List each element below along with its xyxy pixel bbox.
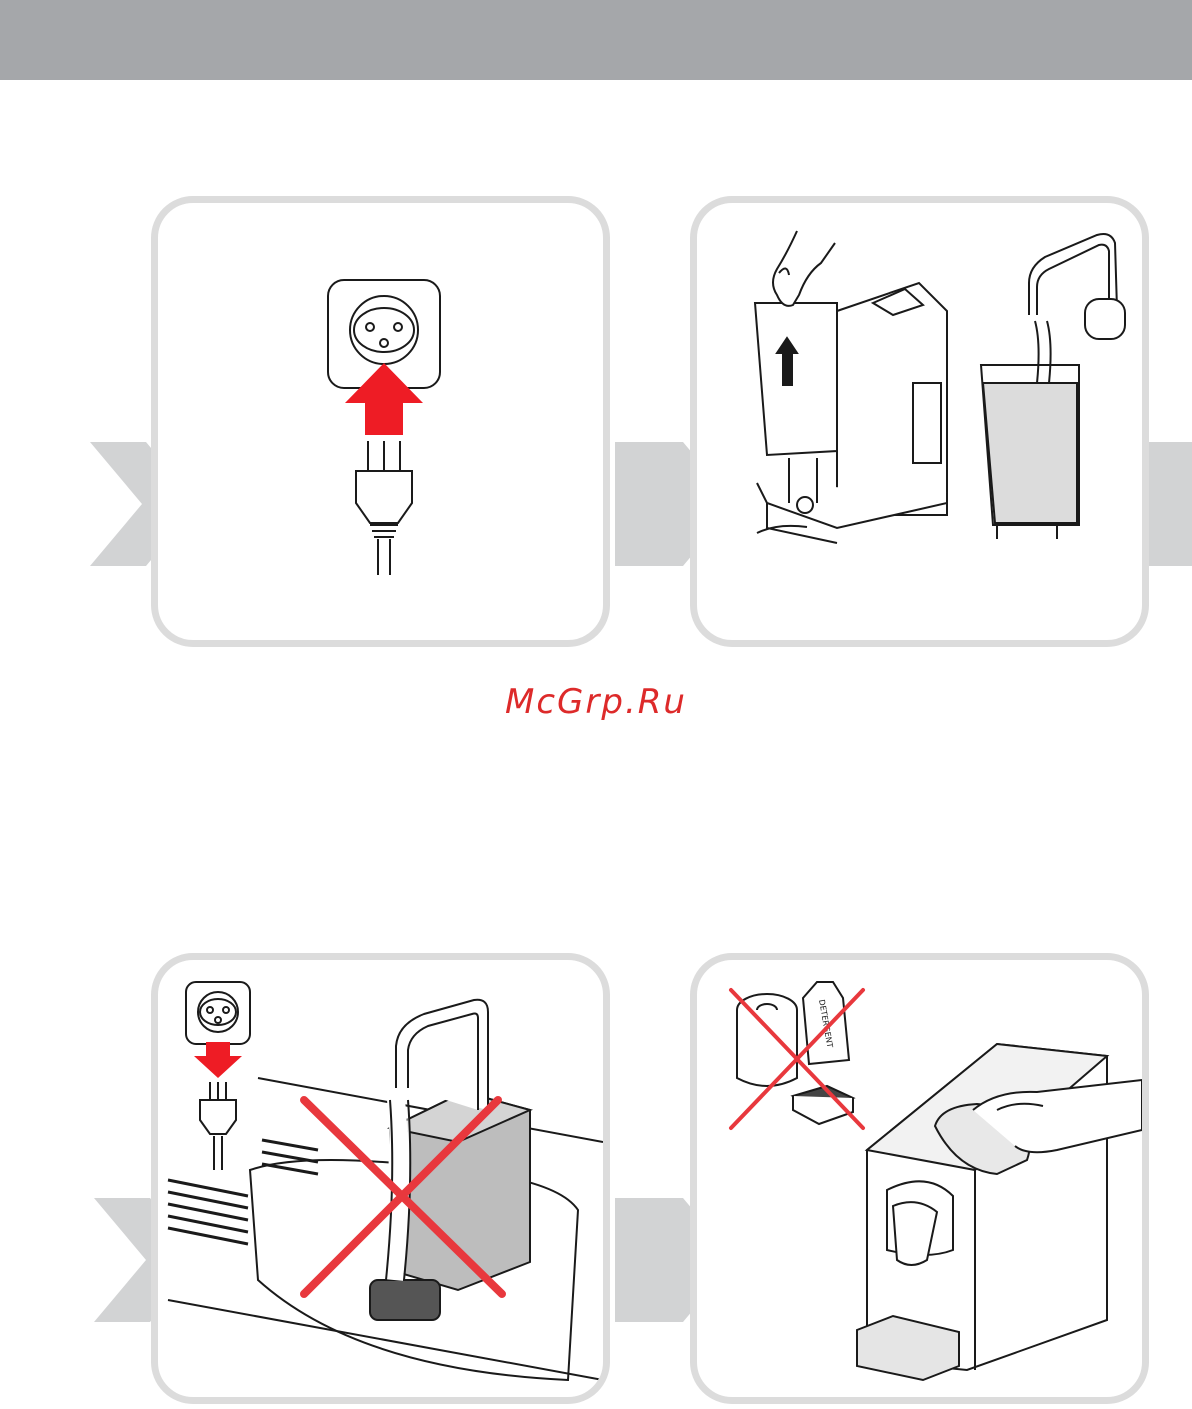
sponge-icon (793, 1086, 853, 1124)
wipe-clean-illustration: DETERGENT (697, 960, 1142, 1397)
water-tank-filled-icon (981, 365, 1079, 539)
plug-icon (200, 1082, 236, 1170)
panel-wipe-clean: DETERGENT (690, 953, 1149, 1404)
plug-in-illustration (158, 203, 603, 640)
watermark-text: McGrp.Ru (0, 682, 1192, 722)
detergent-bottle-icon: DETERGENT (803, 982, 849, 1064)
step-chevron-3 (1148, 442, 1192, 566)
faucet-icon (1029, 234, 1125, 383)
panel-no-immersion (151, 953, 610, 1404)
panel-plug-in (151, 196, 610, 647)
down-arrow-icon (194, 1042, 242, 1078)
hand-icon (773, 231, 835, 306)
fill-tank-illustration (697, 203, 1142, 640)
no-immersion-illustration (158, 960, 603, 1397)
water-tank-icon (755, 303, 837, 503)
panel-fill-tank (690, 196, 1149, 647)
socket-icon (186, 982, 250, 1044)
plug-icon (356, 441, 412, 575)
header-bar (0, 0, 1192, 80)
